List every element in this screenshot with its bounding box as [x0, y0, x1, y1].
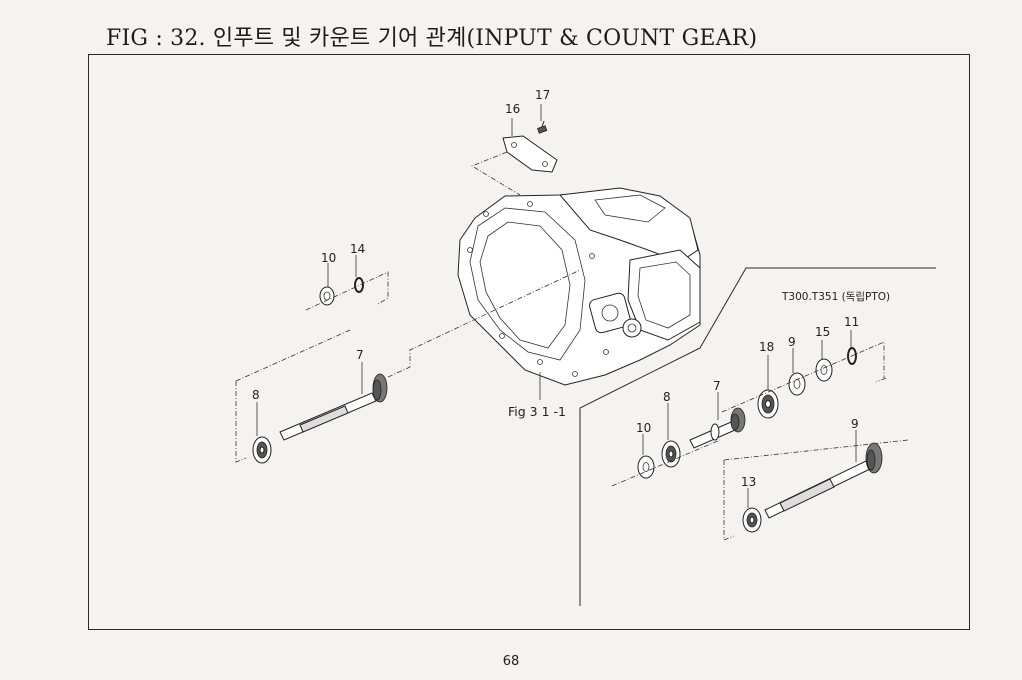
callout-18: 18 [759, 340, 774, 354]
callout-7-right: 7 [713, 379, 721, 393]
reference-label: Fig 3 1 -1 [508, 404, 566, 419]
bearing-part [742, 507, 762, 533]
callout-10-left: 10 [321, 251, 336, 265]
variant-divider-line [579, 267, 936, 606]
pto-shaft-part [764, 442, 883, 519]
callout-13: 13 [741, 475, 756, 489]
diagram-frame [88, 54, 970, 630]
callout-8-left: 8 [252, 388, 260, 402]
washer-part [319, 286, 335, 306]
callout-7-left: 7 [356, 348, 364, 362]
snap-ring-part [847, 347, 857, 365]
washer-part [815, 358, 833, 382]
transmission-housing [457, 187, 701, 386]
variant-label: T300.T351 (독립PTO) [781, 290, 890, 303]
callout-8-right: 8 [663, 390, 671, 404]
bolt-part [537, 120, 548, 134]
bearing-part [757, 389, 779, 419]
page-number: 68 [502, 654, 520, 669]
washer-part [637, 455, 655, 479]
counter-shaft-part [689, 407, 746, 449]
callout-16: 16 [505, 102, 520, 116]
callout-9-lower: 9 [851, 417, 859, 431]
page-title: FIG : 32. 인푸트 및 카운트 기어 관계(INPUT & COUNT … [106, 26, 758, 51]
snap-ring-part [354, 277, 364, 293]
callout-14: 14 [350, 242, 365, 256]
callout-9-upper: 9 [788, 335, 796, 349]
callout-17: 17 [535, 88, 550, 102]
callout-15: 15 [815, 325, 830, 339]
cover-plate-part [502, 135, 558, 173]
washer-part [788, 372, 806, 396]
callout-11: 11 [844, 315, 859, 329]
bearing-part [252, 436, 272, 464]
input-shaft-part [279, 373, 388, 441]
bearing-part [661, 440, 681, 468]
callout-10-right: 10 [636, 421, 651, 435]
